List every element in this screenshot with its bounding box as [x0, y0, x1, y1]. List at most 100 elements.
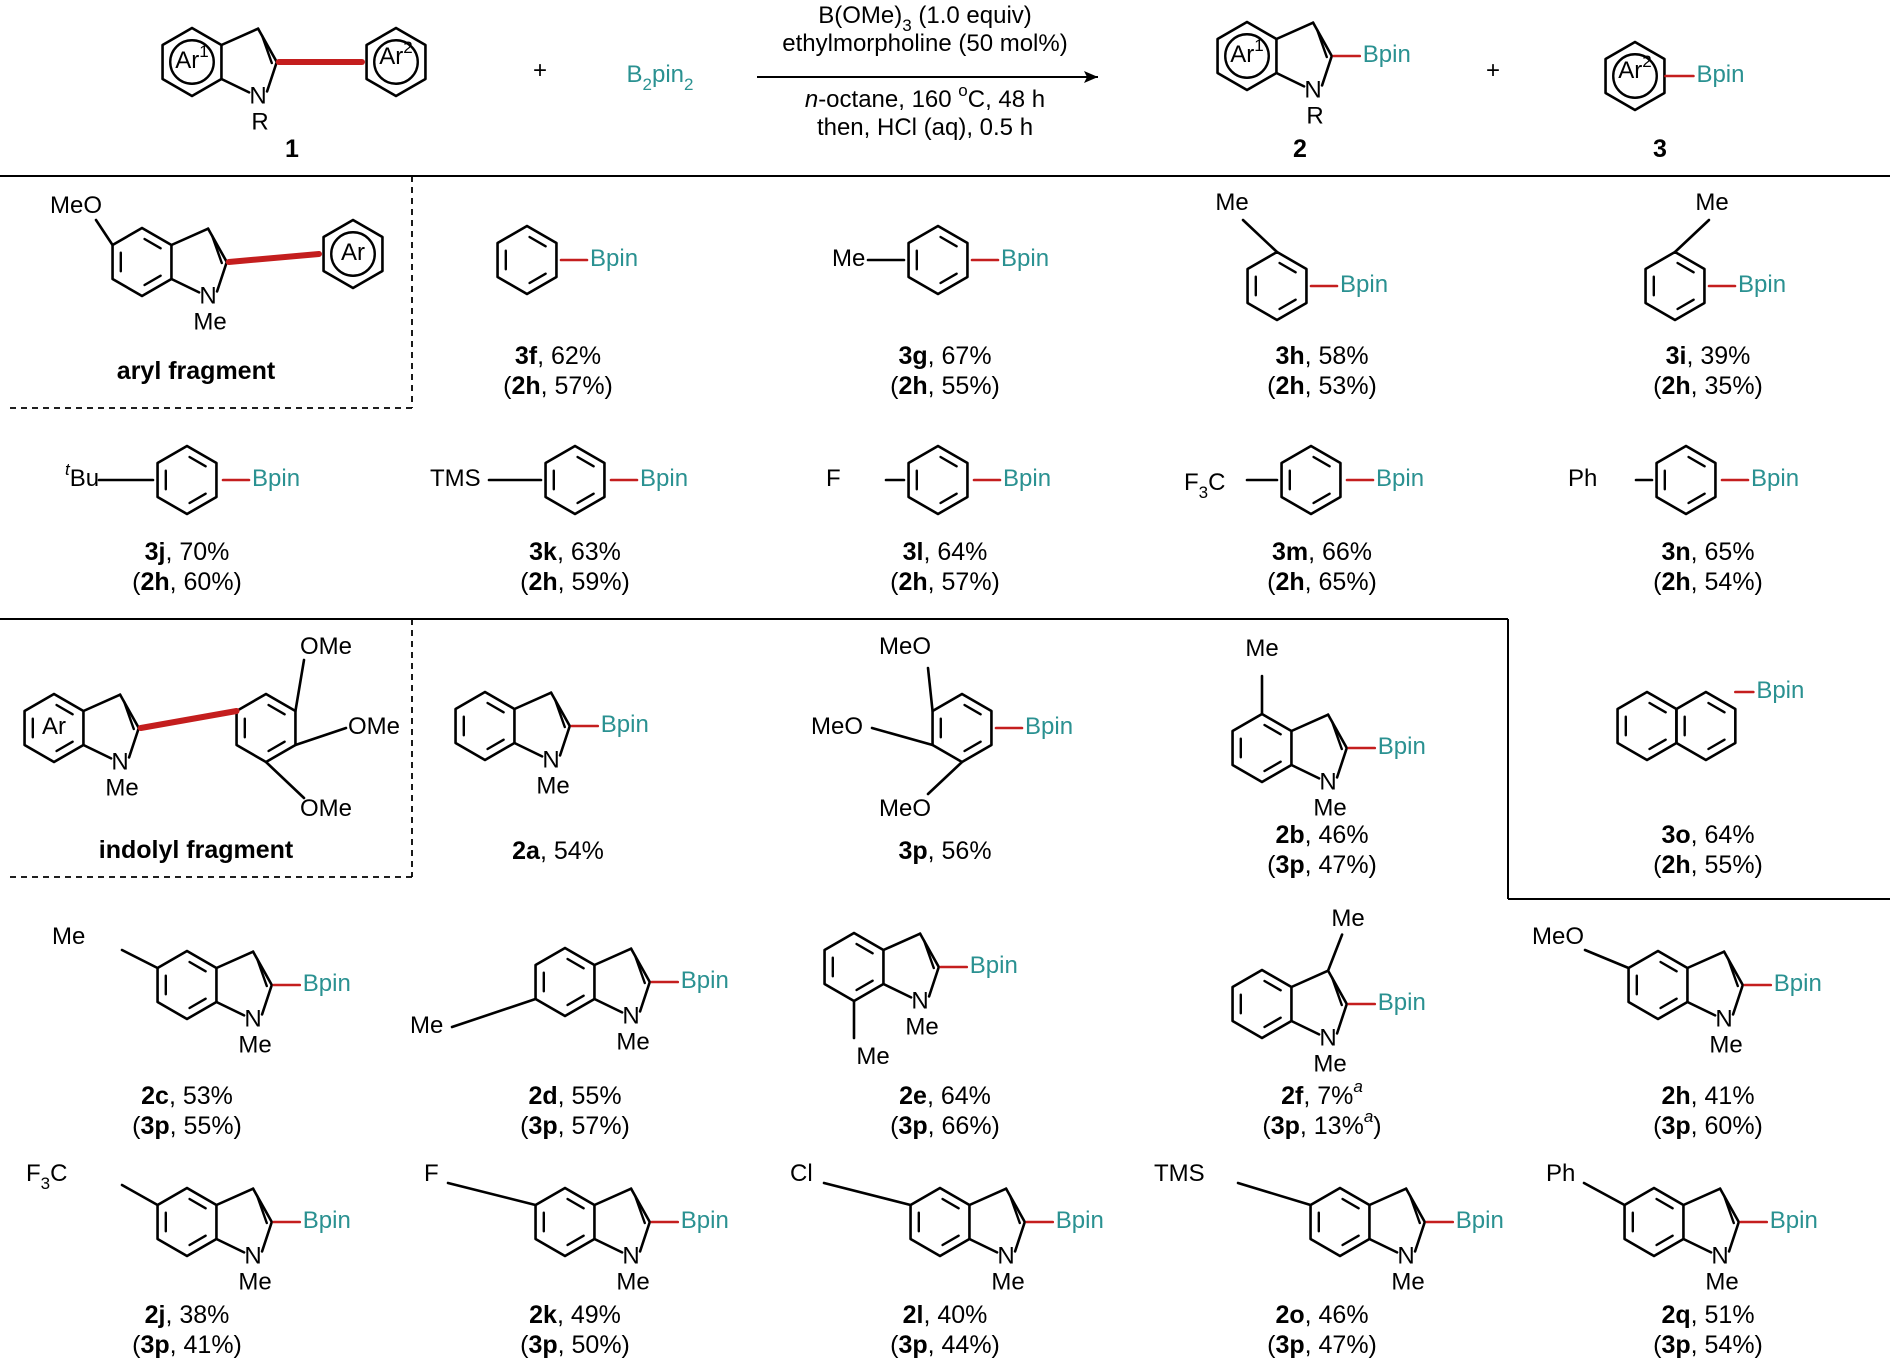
coyield-2h: (3p, 60%): [1653, 1112, 1763, 1140]
pyrrole-bond: [215, 1237, 246, 1254]
ar1-label: Ar1: [1230, 36, 1263, 68]
double-bond: [1707, 738, 1726, 751]
tbutyl-label: tBu: [65, 460, 99, 492]
trifluoromethyl-label: F3C: [26, 1160, 67, 1193]
coyield-2q: (3p, 54%): [1653, 1331, 1763, 1359]
coyield-2c: (3p, 55%): [132, 1112, 242, 1140]
pyrrole-bond: [1326, 969, 1349, 1006]
pyrrole-bond: [260, 983, 274, 1016]
phenyl-label: Ph: [1546, 1160, 1575, 1187]
nitrogen-label: N: [997, 1243, 1014, 1270]
double-bond: [528, 235, 547, 248]
coyield-3j: (2h, 60%): [132, 568, 242, 596]
pyrrole-bond: [251, 1187, 274, 1224]
double-bond: [188, 960, 207, 973]
substituent-bond: [264, 760, 306, 800]
coyield-3g: (2h, 55%): [890, 372, 1000, 400]
double-bond: [1312, 492, 1331, 505]
substituent-bond: [1582, 1181, 1626, 1207]
double-bond: [1278, 298, 1297, 311]
coyield-2k: (3p, 50%): [520, 1331, 630, 1359]
pyrrole-bond: [1290, 1019, 1321, 1036]
substituent-bond: [870, 726, 934, 747]
double-bond: [1330, 976, 1343, 1007]
condition-2: ethylmorpholine (50 mol%): [782, 30, 1067, 57]
substituent-bond: [120, 948, 159, 970]
double-bond: [188, 492, 207, 505]
substituent-bond: [294, 658, 306, 713]
methoxy-label: OMe: [300, 795, 352, 822]
double-bond: [963, 740, 982, 753]
yield-3i: 3i, 39%: [1666, 342, 1751, 370]
double-bond: [1341, 1197, 1360, 1210]
substituent-bond: [1673, 218, 1711, 254]
pyrrole-bond: [1368, 1237, 1399, 1254]
double-bond: [188, 455, 207, 468]
aromatic-ring: [1604, 40, 1666, 112]
pyrrole-bond: [1275, 21, 1315, 41]
pyrrole-bond: [927, 965, 941, 998]
pyrrole-bond: [549, 691, 572, 728]
methyl-label: Me: [832, 245, 865, 272]
bpin-label: Bpin: [681, 967, 729, 994]
yield-2h: 2h, 41%: [1661, 1082, 1754, 1110]
double-bond: [1707, 701, 1726, 714]
yield-3o: 3o, 64%: [1661, 821, 1754, 849]
double-bond: [922, 939, 935, 970]
substituent-bond: [1583, 948, 1630, 970]
benzene-ring: [1644, 250, 1706, 322]
coyield-3n: (2h, 54%): [1653, 568, 1763, 596]
double-bond: [1263, 760, 1282, 773]
n-substituent-label: Me: [105, 775, 138, 802]
bpin-label: Bpin: [1025, 713, 1073, 740]
pyrrole-bond: [1413, 1220, 1427, 1253]
methyl-label: Me: [410, 1012, 443, 1039]
tms-label: TMS: [430, 465, 481, 492]
benzene-ring: [1655, 444, 1717, 516]
bpin-label: Bpin: [1340, 271, 1388, 298]
benzene-ring: [907, 224, 969, 296]
pyrrole-bond: [206, 227, 229, 264]
double-bond: [633, 1194, 646, 1225]
n-substituent-label: Me: [1313, 795, 1346, 822]
pyrrole-bond: [1311, 21, 1334, 58]
double-bond: [1648, 738, 1667, 751]
pyrrole-bond: [558, 724, 572, 757]
ar-label: Ar: [341, 239, 365, 266]
double-bond: [941, 1197, 960, 1210]
double-bond: [55, 703, 74, 716]
arrow-head: [1084, 71, 1098, 83]
n-substituent-label: R: [251, 109, 268, 136]
pyrrole-bond: [260, 1220, 274, 1253]
bpin-label: Bpin: [1770, 1207, 1818, 1234]
condition-4: then, HCl (aq), 0.5 h: [817, 114, 1033, 141]
coyield-2o: (3p, 47%): [1267, 1331, 1377, 1359]
double-bond: [1315, 28, 1328, 59]
pyrrole-bond: [513, 691, 553, 711]
methoxy-bond: [94, 218, 114, 247]
pyrrole-bond: [1326, 713, 1349, 750]
double-bond: [1263, 723, 1282, 736]
double-bond: [188, 997, 207, 1010]
methyl-label: Me: [856, 1043, 889, 1070]
nitrogen-label: N: [199, 283, 216, 310]
phenyl-label: Ph: [1568, 465, 1597, 492]
double-bond: [528, 272, 547, 285]
yield-3g: 3g, 67%: [898, 342, 991, 370]
n-substituent-label: Me: [1391, 1269, 1424, 1296]
double-bond: [255, 957, 268, 988]
aromatic-circle: [373, 39, 419, 85]
double-bond: [939, 455, 958, 468]
double-bond: [486, 701, 505, 714]
benzene-ring: [1246, 250, 1308, 322]
nitrogen-label: N: [249, 83, 266, 110]
pyrrole-bond: [1335, 746, 1349, 779]
aromatic-circle: [1612, 53, 1658, 99]
bpin-label: Bpin: [1378, 733, 1426, 760]
nitrogen-label: N: [244, 1243, 261, 1270]
pyrrole-bond: [1004, 1187, 1027, 1224]
benzene-ring: [544, 444, 606, 516]
double-bond: [855, 979, 874, 992]
n-substituent-label: Me: [1313, 1051, 1346, 1078]
double-bond: [1341, 1234, 1360, 1247]
